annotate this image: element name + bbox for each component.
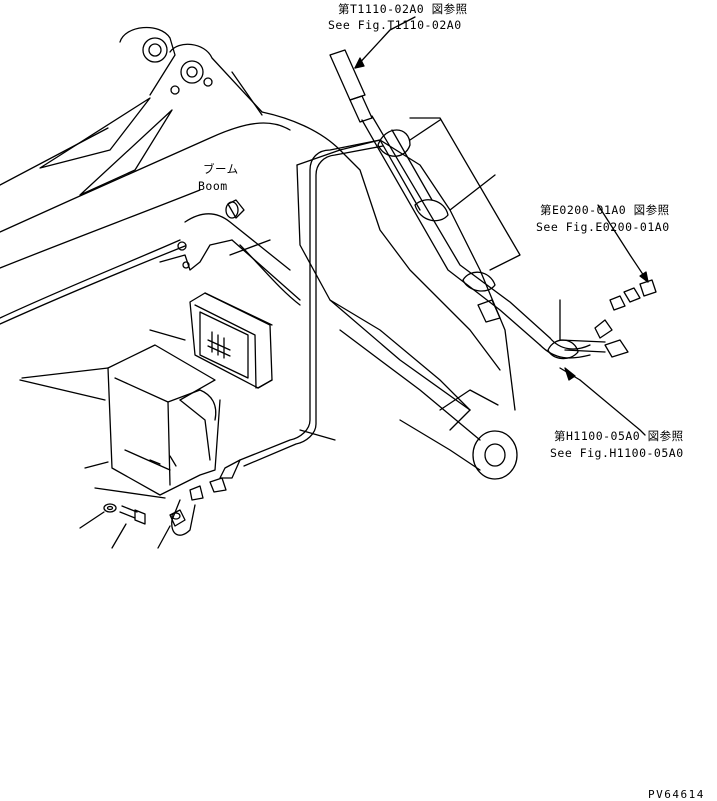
- ref-top-jp: 第T1110-02A0 図参照: [338, 2, 468, 16]
- ref-bottom-right-en: See Fig.H1100-05A0: [550, 446, 684, 460]
- boom-arm: [296, 139, 518, 480]
- work-lamp: [149, 292, 273, 389]
- boom-label-en: Boom: [198, 179, 228, 193]
- ref-right-en: See Fig.E0200-01A0: [536, 220, 670, 234]
- ref-right-jp: 第E0200-01A0 図参照: [540, 203, 670, 217]
- boom-bushing: [225, 199, 245, 219]
- boom-label-jp: ブーム: [203, 162, 239, 176]
- clamp-callout-bracket: [409, 117, 521, 271]
- ref-top-en: See Fig.T1110-02A0: [328, 18, 462, 32]
- lamp-bracket: [19, 344, 221, 496]
- mount-hardware: [79, 461, 186, 549]
- reference-leaders: [299, 16, 649, 441]
- ref-bottom-right-jp: 第H1100-05A0 図参照: [554, 429, 684, 443]
- wire-harness: [171, 139, 657, 536]
- drawing-id: PV64614: [648, 788, 705, 801]
- boom-structure: [0, 26, 341, 325]
- hose-clamps: [377, 119, 579, 360]
